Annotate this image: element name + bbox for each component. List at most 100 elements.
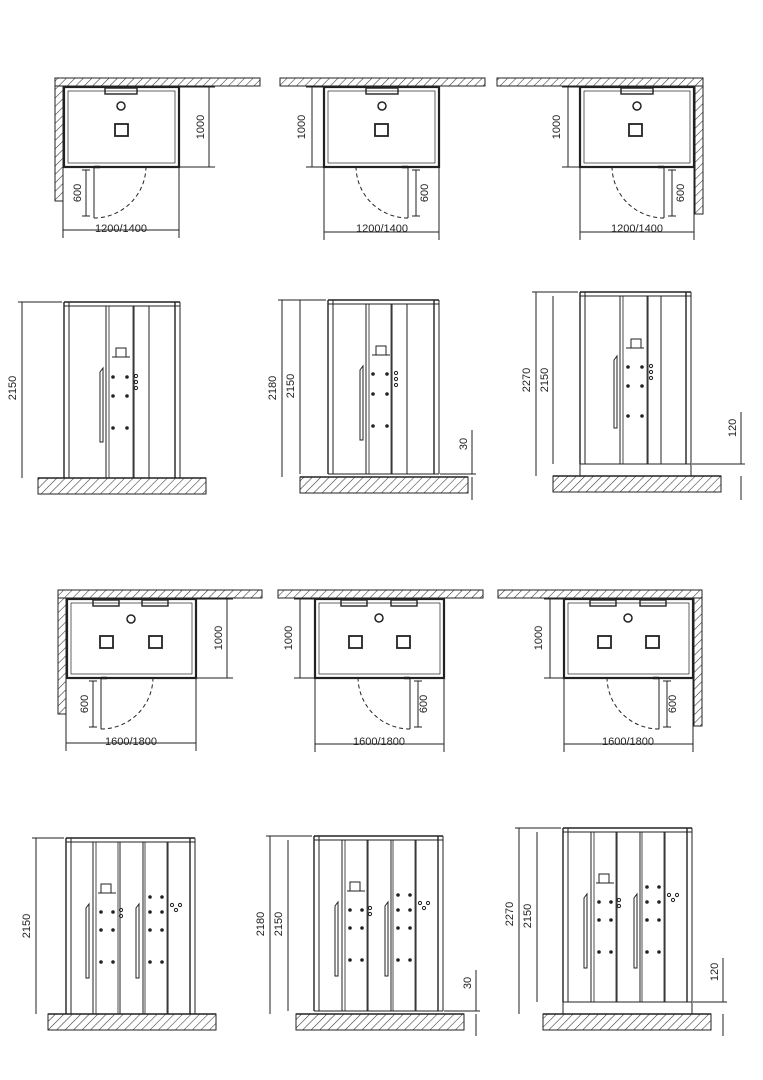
hand-shower bbox=[99, 366, 104, 443]
overhead-shower-right bbox=[141, 599, 169, 607]
wall-hatch-right bbox=[693, 597, 703, 727]
floor-plan-small-right-corner bbox=[496, 77, 704, 240]
seat-symbol bbox=[628, 123, 643, 137]
shower-column-right bbox=[641, 831, 665, 1003]
column-head bbox=[598, 873, 610, 884]
floor-plan-large-right-corner bbox=[497, 589, 703, 752]
plan-6-door: 600 bbox=[667, 695, 679, 713]
elev-2-base: 30 bbox=[458, 438, 470, 450]
floor-plan-small-center bbox=[279, 77, 486, 240]
shower-tray bbox=[562, 1001, 693, 1015]
plan-4-width: 1600/1800 bbox=[105, 736, 157, 748]
elevation-large-30-tray bbox=[266, 835, 480, 1036]
elev-5-total: 2180 bbox=[255, 912, 267, 936]
overhead-shower-left bbox=[92, 599, 120, 607]
door-swing-arc bbox=[100, 677, 154, 730]
floor-plan-small-left-corner bbox=[54, 77, 261, 238]
hand-shower-right bbox=[633, 892, 638, 969]
overhead-shower-right bbox=[639, 599, 667, 607]
cabin-inner bbox=[70, 602, 193, 675]
hand-shower-left bbox=[334, 900, 339, 977]
plan-5-door: 600 bbox=[418, 695, 430, 713]
door-swing-arc bbox=[606, 677, 660, 730]
floor-hatch bbox=[37, 477, 207, 495]
plan-2-depth: 1000 bbox=[296, 115, 308, 139]
tap-symbol bbox=[377, 101, 387, 111]
cabin-outline bbox=[65, 597, 198, 680]
wall-hatch-left bbox=[54, 85, 64, 202]
tap-symbol bbox=[632, 101, 642, 111]
overhead-shower-right bbox=[390, 599, 418, 607]
door-swing-arc bbox=[357, 677, 411, 730]
hand-shower-right bbox=[384, 900, 389, 977]
door-swing-arc bbox=[93, 166, 147, 219]
shower-column bbox=[368, 303, 392, 475]
floor-hatch bbox=[295, 1013, 465, 1031]
elev-6-base: 120 bbox=[709, 963, 721, 981]
column-head bbox=[375, 345, 387, 356]
shower-column-left bbox=[344, 839, 368, 1012]
door-swing-arc bbox=[355, 166, 409, 219]
plan-5-width: 1600/1800 bbox=[353, 736, 405, 748]
elevation-small-no-tray bbox=[18, 301, 207, 495]
hand-shower-left bbox=[85, 902, 90, 979]
floor-hatch bbox=[299, 476, 469, 494]
overhead-shower bbox=[620, 87, 654, 95]
elev-6-height: 2150 bbox=[522, 904, 534, 928]
elevation-large-120-tray bbox=[515, 827, 727, 1036]
body-jets bbox=[99, 895, 164, 964]
hand-shower bbox=[359, 364, 364, 441]
shower-column-left bbox=[95, 841, 119, 1015]
wall-hatch-left bbox=[57, 597, 67, 715]
plan-1-depth: 1000 bbox=[195, 115, 207, 139]
cabin-inner bbox=[327, 90, 436, 164]
overhead-shower bbox=[365, 87, 399, 95]
body-jets bbox=[626, 365, 644, 418]
seat-symbol-right bbox=[396, 635, 411, 649]
plan-1-width: 1200/1400 bbox=[95, 223, 147, 235]
column-head bbox=[630, 338, 642, 349]
plan-3-door: 600 bbox=[675, 184, 687, 202]
elevation-small-120-tray bbox=[532, 291, 745, 500]
cabin-outline bbox=[578, 85, 696, 169]
seat-symbol-left bbox=[99, 635, 114, 649]
elev-2-total: 2180 bbox=[267, 376, 279, 400]
wall-hatch-top bbox=[279, 77, 486, 87]
hand-shower-right bbox=[135, 902, 140, 979]
tap-symbol bbox=[126, 614, 136, 624]
elev-4-height: 2150 bbox=[21, 914, 33, 938]
cabin-outline bbox=[313, 597, 446, 680]
elev-3-base: 120 bbox=[727, 419, 739, 437]
tap-symbol bbox=[116, 101, 126, 111]
floor-plan-large-left-corner bbox=[57, 589, 263, 751]
plan-3-width: 1200/1400 bbox=[611, 223, 663, 235]
elev-5-base: 30 bbox=[462, 977, 474, 989]
overhead-shower bbox=[104, 87, 138, 95]
tap-symbol bbox=[623, 613, 633, 623]
plan-3-depth: 1000 bbox=[551, 115, 563, 139]
hand-shower bbox=[613, 354, 618, 429]
plan-4-door: 600 bbox=[79, 695, 91, 713]
body-jets bbox=[597, 885, 661, 954]
overhead-shower-left bbox=[589, 599, 617, 607]
seat-symbol-right bbox=[148, 635, 163, 649]
elevation-small-30-tray bbox=[278, 299, 476, 500]
plan-2-width: 1200/1400 bbox=[356, 223, 408, 235]
floor-hatch bbox=[552, 475, 722, 493]
cabin-outline bbox=[62, 85, 181, 169]
seat-symbol-left bbox=[348, 635, 363, 649]
wall-hatch-top bbox=[57, 589, 263, 599]
cabin-inner bbox=[67, 90, 176, 164]
door-swing-arc bbox=[611, 166, 665, 219]
shower-column-left bbox=[593, 831, 617, 1003]
wall-hatch-top bbox=[497, 589, 703, 599]
tap-symbol bbox=[374, 613, 384, 623]
seat-symbol bbox=[374, 123, 389, 137]
elev-3-height: 2150 bbox=[539, 368, 551, 392]
shower-column bbox=[108, 305, 134, 479]
seat-symbol bbox=[114, 123, 129, 137]
elev-3-total: 2270 bbox=[521, 368, 533, 392]
plan-1-door: 600 bbox=[72, 184, 84, 202]
shower-column bbox=[622, 295, 648, 465]
